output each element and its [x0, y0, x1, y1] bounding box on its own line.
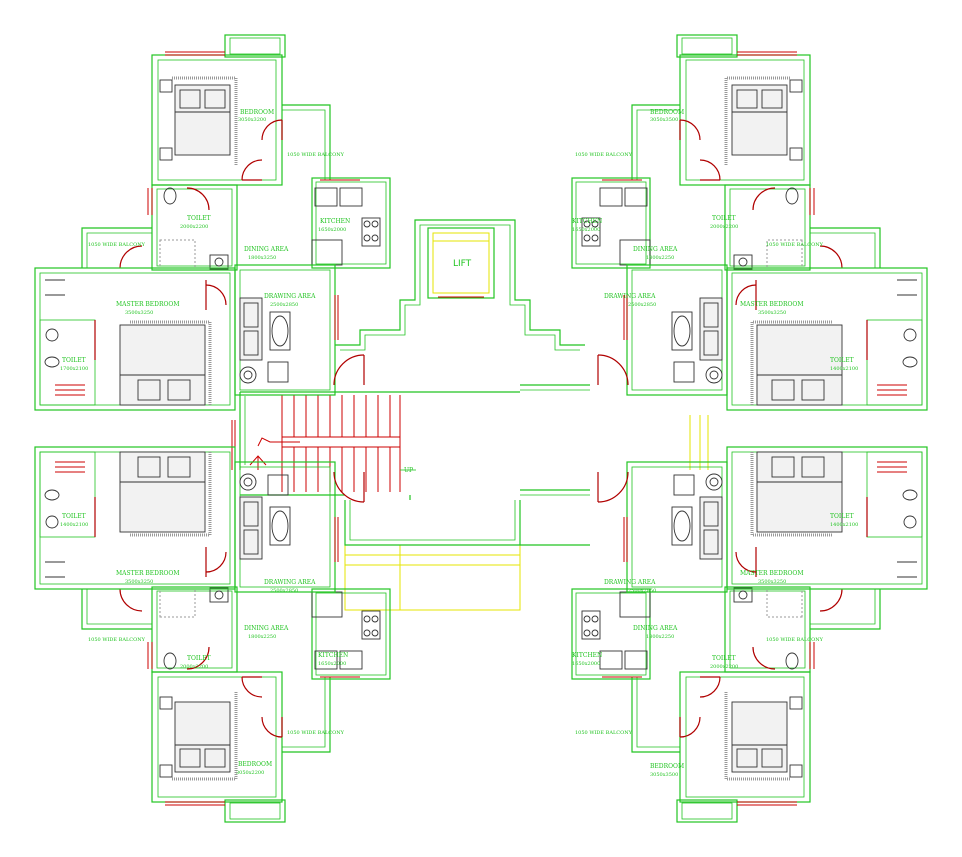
tl-bedroom-size: 3050x3200 — [238, 117, 266, 123]
tr-toilet-name: TOILET — [712, 215, 736, 222]
staircase: UP — [231, 395, 416, 492]
tl-toilet2-size: 1700x2100 — [60, 366, 88, 372]
br-toilet2-size: 1400x2100 — [830, 522, 858, 528]
labels-br: BEDROOM 3050x3500 1050 WIDE BALCONY KITC… — [572, 513, 858, 778]
br-toilet2-name: TOILET — [830, 513, 854, 520]
tr-toilet2-name: TOILET — [830, 357, 854, 364]
br-toilet-name: TOILET — [712, 655, 736, 662]
tl-balcony-top: 1050 WIDE BALCONY — [287, 152, 345, 158]
bl-master-size: 3500x3250 — [125, 579, 153, 585]
tl-master-name: MASTER BEDROOM — [116, 301, 180, 308]
br-dining-size: 1800x2250 — [646, 634, 674, 640]
stair-up-label: UP — [404, 467, 413, 474]
unit-bottom-right — [570, 445, 929, 824]
br-toilet-size: 2000x2200 — [710, 664, 738, 670]
tr-bedroom-name: BEDROOM — [650, 109, 684, 116]
bl-dining-name: DINING AREA — [244, 625, 289, 632]
br-bedroom-size: 3050x3500 — [650, 772, 678, 778]
tr-toilet2-size: 1400x2100 — [830, 366, 858, 372]
bl-bedroom-name: BEDROOM — [238, 761, 272, 768]
br-master-name: MASTER BEDROOM — [740, 570, 804, 577]
tr-master-name: MASTER BEDROOM — [740, 301, 804, 308]
labels-tl: BEDROOM 3050x3200 1050 WIDE BALCONY KITC… — [60, 109, 350, 372]
unit-top-right — [570, 33, 929, 412]
tr-kitchen-name: KITCHEN — [572, 218, 602, 225]
tl-dining-name: DINING AREA — [244, 246, 289, 253]
br-drawing-name: DRAWING AREA — [604, 579, 656, 586]
tl-drawing-size: 2500x2850 — [270, 302, 298, 308]
bl-toilet-size: 2000x2200 — [180, 664, 208, 670]
br-dining-name: DINING AREA — [633, 625, 678, 632]
bl-balcony-top: 1050 WIDE BALCONY — [287, 730, 345, 736]
tr-master-size: 3500x3250 — [758, 310, 786, 316]
tr-balcony-top: 1050 WIDE BALCONY — [575, 152, 633, 158]
tr-dining-size: 1800x2250 — [646, 255, 674, 261]
core: LIFT — [231, 219, 709, 611]
bl-balcony-side: 1050 WIDE BALCONY — [88, 637, 146, 643]
tr-dining-name: DINING AREA — [633, 246, 678, 253]
bl-toilet2-name: TOILET — [62, 513, 86, 520]
bl-drawing-size: 2500x2850 — [270, 588, 298, 594]
br-drawing-size: 2500x2850 — [628, 588, 656, 594]
labels-tr: BEDROOM 3050x3500 1050 WIDE BALCONY KITC… — [572, 109, 858, 372]
bl-master-name: MASTER BEDROOM — [116, 570, 180, 577]
tl-toilet-name: TOILET — [187, 215, 211, 222]
bl-toilet-name: TOILET — [187, 655, 211, 662]
tl-dining-size: 1800x3250 — [248, 255, 276, 261]
labels-bl: BEDROOM 3050x2200 1050 WIDE BALCONY KITC… — [60, 513, 348, 776]
br-balcony-side: 1050 WIDE BALCONY — [766, 637, 824, 643]
bl-drawing-name: DRAWING AREA — [264, 579, 316, 586]
tl-toilet2-name: TOILET — [62, 357, 86, 364]
lift-label: LIFT — [453, 259, 472, 269]
lift-shaft — [427, 227, 495, 299]
bl-bedroom-size: 3050x2200 — [236, 770, 264, 776]
tr-bedroom-size: 3050x3500 — [650, 117, 678, 123]
tl-kitchen-name: KITCHEN — [320, 218, 350, 225]
bl-kitchen-name: KITCHEN — [318, 652, 348, 659]
tr-toilet-size: 2000x2200 — [710, 224, 738, 230]
unit-bottom-left — [33, 445, 392, 824]
tl-bedroom-name: BEDROOM — [240, 109, 274, 116]
bl-kitchen-size: 1650x2000 — [318, 661, 346, 667]
bl-dining-size: 1800x2250 — [248, 634, 276, 640]
tl-toilet-size: 2000x2200 — [180, 224, 208, 230]
tl-drawing-name: DRAWING AREA — [264, 293, 316, 300]
bl-toilet2-size: 1400x2100 — [60, 522, 88, 528]
br-kitchen-size: 1650x2000 — [572, 661, 600, 667]
tl-balcony-side: 1050 WIDE BALCONY — [88, 242, 146, 248]
tr-balcony-side: 1050 WIDE BALCONY — [766, 242, 824, 248]
tr-drawing-size: 2500x2850 — [628, 302, 656, 308]
br-master-size: 3500x3250 — [758, 579, 786, 585]
br-kitchen-name: KITCHEN — [572, 652, 602, 659]
tl-kitchen-size: 1650x2000 — [318, 227, 346, 233]
tr-drawing-name: DRAWING AREA — [604, 293, 656, 300]
tr-kitchen-size: 1650x2000 — [572, 227, 600, 233]
tl-master-size: 3500x3250 — [125, 310, 153, 316]
br-bedroom-name: BEDROOM — [650, 763, 684, 770]
br-balcony-top: 1050 WIDE BALCONY — [575, 730, 633, 736]
